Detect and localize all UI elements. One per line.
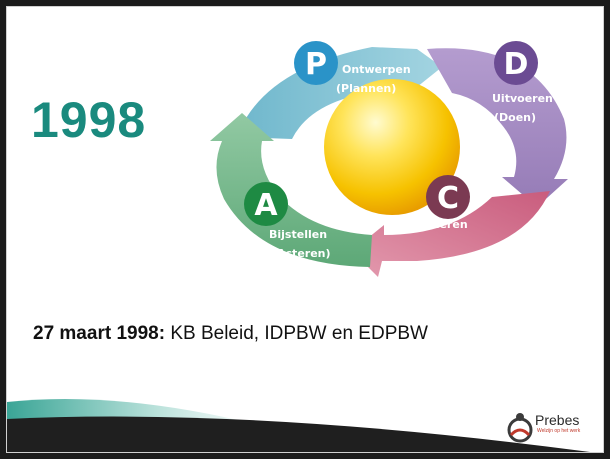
logo-name: Prebes	[535, 412, 580, 428]
center-sphere	[324, 79, 460, 215]
bottom-swoosh	[7, 399, 590, 452]
plan-label-line2: (Plannen)	[336, 82, 396, 95]
do-badge: D	[494, 41, 538, 85]
do-arrow	[427, 48, 568, 207]
check-arrow	[352, 191, 550, 277]
do-label-line2: (Doen)	[494, 111, 536, 124]
plan-arrow	[237, 47, 442, 139]
act-label-line2: (Acteren)	[272, 247, 331, 260]
do-letter-circle	[494, 41, 538, 85]
pdca-cycle-diagram: P Ontwerpen (Plannen) D Uitvoeren (Doen)…	[210, 41, 568, 277]
plan-badge: P	[294, 41, 338, 85]
plan-letter: P	[305, 47, 327, 82]
year-title: 1998	[31, 92, 147, 148]
slide-frame: 1998	[6, 6, 604, 453]
plan-label-line1: Ontwerpen	[342, 63, 411, 76]
act-letter: A	[254, 188, 278, 223]
do-letter: D	[504, 47, 529, 82]
act-label-line1: Bijstellen	[269, 228, 327, 241]
plan-letter-circle	[294, 41, 338, 85]
do-label-line1: Uitvoeren	[492, 92, 553, 105]
caption-date: 27 maart 1998:	[33, 323, 166, 344]
check-badge: C	[426, 175, 470, 219]
check-letter-circle	[426, 175, 470, 219]
act-arrow	[210, 113, 372, 267]
caption: 27 maart 1998: KB Beleid, IDPBW en EDPBW	[33, 323, 428, 345]
check-letter: C	[437, 181, 459, 216]
caption-text: KB Beleid, IDPBW en EDPBW	[165, 323, 428, 344]
check-label: Controleren	[394, 218, 468, 231]
act-badge: A	[244, 182, 288, 226]
logo-tagline: Welzijn op het werk	[537, 428, 581, 434]
prebes-logo-mark	[507, 413, 533, 443]
prebes-logo: Prebes Welzijn op het werk	[505, 409, 595, 445]
act-letter-circle	[244, 182, 288, 226]
